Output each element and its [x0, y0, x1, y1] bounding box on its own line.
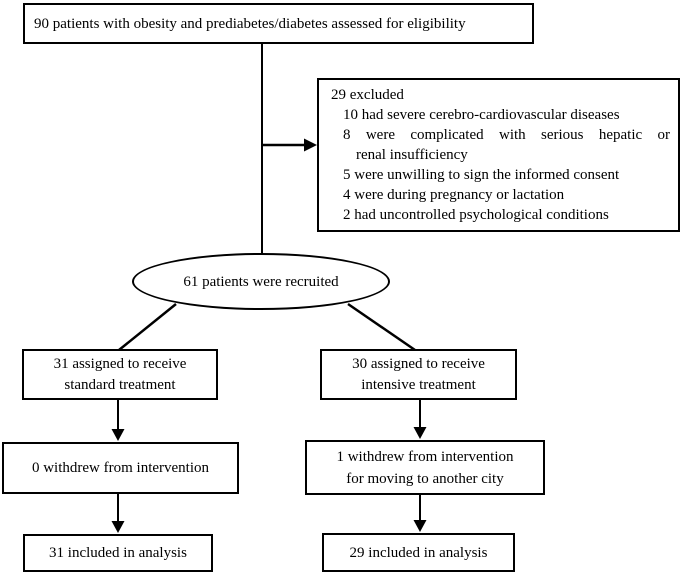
excluded-reason-line: 5 were unwilling to sign the informed co…: [343, 167, 620, 183]
intensive-withdrew-line2: for moving to another city: [346, 470, 504, 487]
excluded-reason-line: 4 were during pregnancy or lactation: [343, 187, 565, 203]
standard-assigned-line2: standard treatment: [64, 376, 176, 393]
excluded-reason-line: 10 had severe cerebro-cardiovascular dis…: [343, 107, 620, 123]
intensive-analysis-box: 29 included in analysis: [322, 533, 515, 572]
excluded-title: 29 excluded: [331, 87, 404, 103]
arrow-standard-to-analysis-head: [111, 521, 125, 533]
recruited-text: 61 patients were recruited: [183, 273, 339, 290]
arrow-standard-to-withdrew-head: [111, 429, 125, 441]
intensive-assigned-box: 30 assigned to receive intensive treatme…: [320, 349, 517, 400]
line-recruited-to-intensive: [347, 302, 416, 352]
arrow-to-excluded-head: [304, 138, 317, 152]
intensive-analysis-text: 29 included in analysis: [349, 544, 488, 561]
arrow-intensive-to-analysis-head: [413, 520, 427, 532]
recruited-ellipse: 61 patients were recruited: [132, 253, 390, 310]
intensive-withdrew-box: 1 withdrew from intervention for moving …: [305, 440, 545, 495]
standard-withdrew-text: 0 withdrew from intervention: [31, 460, 210, 476]
standard-withdrew-box: 0 withdrew from intervention: [2, 442, 239, 494]
excluded-box: 29 excluded 10 had severe cerebro-cardio…: [317, 78, 680, 232]
excluded-reason-continuation: renal insufficiency: [356, 147, 468, 163]
intensive-withdrew-line1: 1 withdrew from intervention: [336, 448, 514, 465]
assessed-box: 90 patients with obesity and prediabetes…: [23, 3, 534, 44]
standard-analysis-box: 31 included in analysis: [23, 534, 213, 572]
intensive-assigned-line2: intensive treatment: [361, 376, 476, 393]
intensive-assigned-line1: 30 assigned to receive: [352, 355, 485, 372]
excluded-reason-line: 8 were complicated with serious hepatic …: [343, 127, 670, 143]
line-recruited-to-standard: [118, 303, 177, 351]
standard-analysis-text: 31 included in analysis: [49, 545, 187, 561]
standard-assigned-box: 31 assigned to receive standard treatmen…: [22, 349, 218, 400]
arrow-intensive-to-withdrew-head: [413, 427, 427, 439]
standard-assigned-line1: 31 assigned to receive: [53, 355, 187, 372]
assessed-text: 90 patients with obesity and prediabetes…: [34, 15, 466, 32]
excluded-reason-line: 2 had uncontrolled psychological conditi…: [343, 207, 609, 223]
